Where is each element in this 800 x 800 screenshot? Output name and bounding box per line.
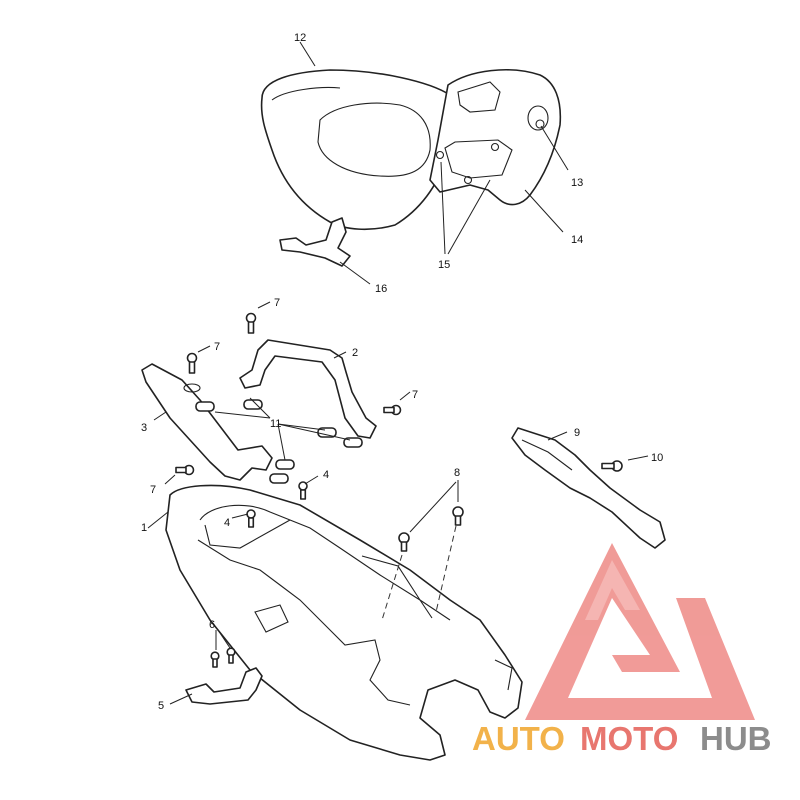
callout-4-upper: 4 bbox=[323, 469, 329, 481]
callout-9: 9 bbox=[574, 427, 580, 439]
screw-7-left bbox=[186, 352, 198, 374]
seat-part-12 bbox=[260, 69, 451, 231]
rear-cowl-part-14 bbox=[429, 69, 562, 206]
callout-5: 5 bbox=[158, 700, 164, 712]
fasteners bbox=[175, 312, 623, 668]
callout-labels: 12 13 14 15 16 7 7 2 7 3 11 7 4 4 1 8 9 … bbox=[141, 32, 663, 712]
callout-10: 10 bbox=[651, 452, 663, 464]
tail-unit-part-1 bbox=[165, 484, 523, 761]
callout-7-left: 7 bbox=[214, 341, 220, 353]
watermark-auto: AUTO bbox=[472, 720, 565, 757]
bracket-part-16 bbox=[279, 217, 351, 267]
callout-12: 12 bbox=[294, 32, 306, 44]
callout-15: 15 bbox=[438, 259, 450, 271]
leader-lines bbox=[147, 41, 649, 705]
callout-2: 2 bbox=[352, 347, 358, 359]
logo-triangle-inner bbox=[585, 560, 640, 620]
screw-7-top bbox=[245, 312, 257, 334]
callout-1: 1 bbox=[141, 522, 147, 534]
callout-7-lower: 7 bbox=[150, 484, 156, 496]
bracket-part-5 bbox=[185, 667, 263, 705]
callout-6: 6 bbox=[209, 619, 215, 631]
screw-7-lower bbox=[175, 464, 195, 476]
grommets-part-11 bbox=[195, 399, 363, 484]
callout-16: 16 bbox=[375, 283, 387, 295]
callout-8: 8 bbox=[454, 467, 460, 479]
screw-6 bbox=[210, 647, 236, 668]
grab-rail-part-2 bbox=[239, 339, 377, 439]
watermark-text: AUTO MOTO HUB bbox=[472, 720, 772, 757]
callout-14: 14 bbox=[571, 234, 583, 246]
callout-13: 13 bbox=[571, 177, 583, 189]
logo-triangle-outer bbox=[525, 543, 755, 720]
screw-8 bbox=[398, 506, 464, 552]
watermark-hub: HUB bbox=[700, 720, 772, 757]
screw-4-lower bbox=[246, 509, 256, 528]
callout-11: 11 bbox=[270, 418, 281, 430]
callout-4-lower: 4 bbox=[224, 517, 230, 529]
side-rail-part-3 bbox=[141, 363, 273, 481]
screw-10 bbox=[601, 460, 623, 472]
callout-3: 3 bbox=[141, 422, 147, 434]
callout-7-right: 7 bbox=[412, 389, 418, 401]
hugger-part-9 bbox=[511, 427, 666, 549]
watermark-logo bbox=[525, 543, 755, 720]
screw-7-right bbox=[383, 404, 402, 416]
watermark-moto: MOTO bbox=[580, 720, 678, 757]
callout-7-top: 7 bbox=[274, 297, 280, 309]
screw-4-upper bbox=[298, 481, 308, 500]
